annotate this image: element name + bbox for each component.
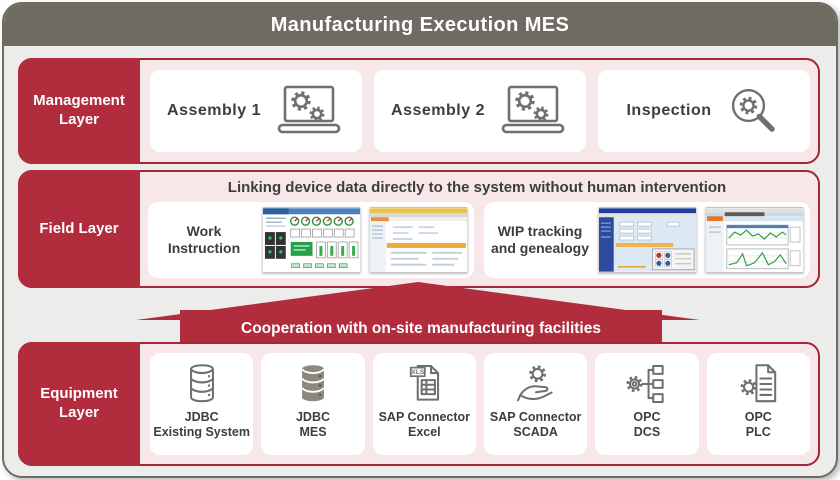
magnifier-gear-icon bbox=[731, 88, 775, 132]
management-layer-label: Management Layer bbox=[18, 58, 140, 164]
management-layer-panel: Management Layer Assembly 1 Assembly 2 bbox=[18, 58, 820, 164]
gear-document-icon bbox=[740, 364, 777, 403]
title-bar: Manufacturing Execution MES bbox=[4, 4, 836, 46]
page-title: Manufacturing Execution MES bbox=[270, 13, 570, 36]
scada-dashboard-screenshot bbox=[262, 207, 361, 273]
svg-text:XLS: XLS bbox=[412, 369, 425, 376]
equipment-layer-panel: Equipment Layer JDBC Existing System bbox=[18, 342, 820, 466]
gear-tree-icon bbox=[626, 365, 664, 403]
field-layer-heading: Linking device data directly to the syst… bbox=[227, 179, 727, 196]
field-cards-row: Work Instruction bbox=[148, 202, 810, 278]
assembly-2-label: Assembly 2 bbox=[391, 102, 485, 119]
opc-plc-card: OPC PLC bbox=[706, 353, 810, 455]
jdbc-existing-system-card: JDBC Existing System bbox=[150, 353, 254, 455]
wip-tracking-card: WIP tracking and genealogy bbox=[484, 202, 810, 278]
assembly-1-card: Assembly 1 bbox=[150, 70, 362, 152]
jdbc-mes-card: JDBC MES bbox=[261, 353, 365, 455]
field-layer-label: Field Layer bbox=[18, 170, 140, 288]
xls-file-icon: XLS bbox=[410, 365, 440, 401]
wip-app-screenshot bbox=[598, 207, 697, 273]
cooperation-banner: Cooperation with on-site manufacturing f… bbox=[180, 310, 662, 347]
work-instruction-label: Work Instruction bbox=[167, 222, 241, 257]
field-layer-panel: Field Layer Linking device data directly… bbox=[18, 170, 820, 288]
sap-form-screenshot bbox=[369, 207, 468, 273]
laptop-gears-icon bbox=[277, 85, 341, 134]
opc-dcs-card: OPC DCS bbox=[595, 353, 699, 455]
management-cards-row: Assembly 1 Assembly 2 bbox=[150, 70, 810, 152]
trend-charts-screenshot bbox=[705, 207, 804, 273]
wip-tracking-label: WIP tracking and genealogy bbox=[490, 222, 590, 257]
work-instruction-card: Work Instruction bbox=[148, 202, 474, 278]
assembly-2-card: Assembly 2 bbox=[374, 70, 586, 152]
sap-connector-scada-card: SAP Connector SCADA bbox=[483, 353, 588, 455]
inspection-label: Inspection bbox=[626, 102, 712, 119]
equipment-layer-label: Equipment Layer bbox=[18, 342, 140, 466]
laptop-gears-icon bbox=[501, 85, 565, 134]
inspection-card: Inspection bbox=[598, 70, 810, 152]
assembly-1-label: Assembly 1 bbox=[167, 102, 261, 119]
sap-connector-excel-card: XLS SAP Connector Excel bbox=[372, 353, 476, 455]
equipment-cards-row: JDBC Existing System JDBC MES bbox=[150, 353, 810, 455]
database-filled-icon bbox=[301, 365, 325, 402]
database-outline-icon bbox=[189, 364, 214, 403]
hand-gear-icon bbox=[516, 365, 553, 402]
